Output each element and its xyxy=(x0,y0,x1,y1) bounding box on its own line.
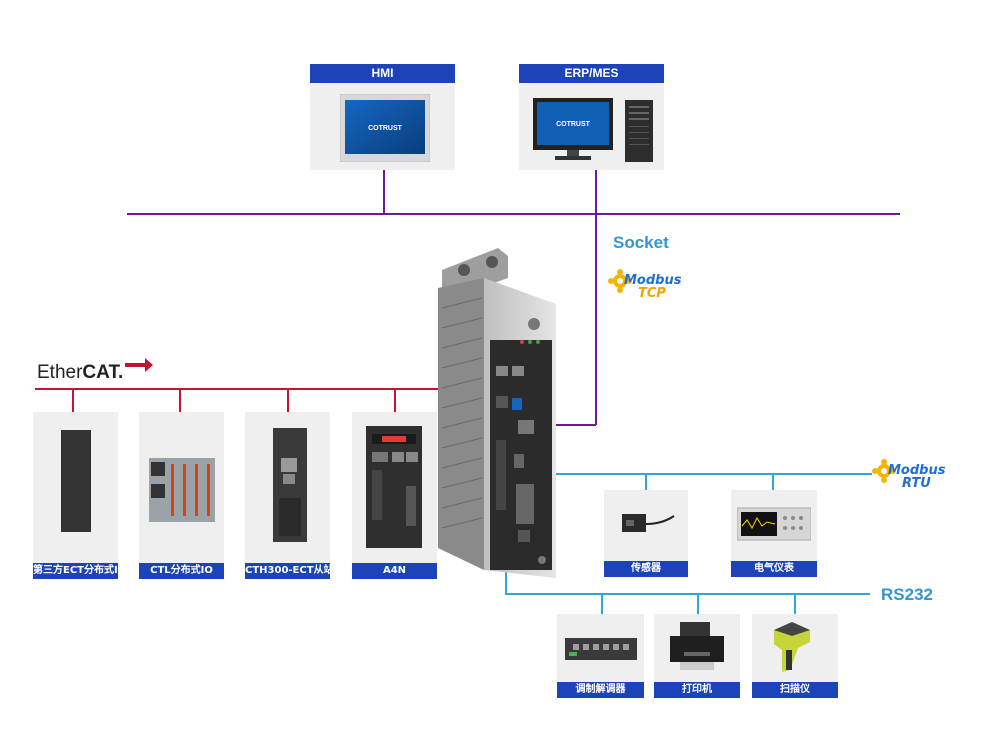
sensor-label: 传感器 xyxy=(604,561,688,577)
ethercat-logo: EtherCAT. xyxy=(37,358,157,386)
cth300-module-icon xyxy=(273,428,307,542)
cth300-card: CTH300-ECT从站 xyxy=(245,412,330,579)
ctl-io-label: CTL分布式IO xyxy=(139,563,224,579)
modem-card: 调制解调器 xyxy=(557,614,644,698)
hmi-panel-icon: COTRUST xyxy=(340,94,430,162)
ethercat-arrow-icon xyxy=(125,358,153,372)
modbus-gear-icon xyxy=(872,459,896,483)
modbus-rtu-logo: Modbus RTU xyxy=(872,459,962,493)
socket-label: Socket xyxy=(613,233,669,252)
sensor-icon xyxy=(622,514,675,532)
meter-label: 电气仪表 xyxy=(731,561,817,577)
hmi-label: HMI xyxy=(310,64,455,83)
erp-label: ERP/MES xyxy=(519,64,664,83)
oscilloscope-icon xyxy=(737,507,811,541)
ethercat-logo-part2: CAT. xyxy=(82,362,124,383)
io-module-icon xyxy=(61,430,91,532)
printer-label: 打印机 xyxy=(654,682,740,698)
rs232-label: RS232 xyxy=(881,585,933,604)
cth300-label: CTH300-ECT从站 xyxy=(245,563,330,579)
meter-card: 电气仪表 xyxy=(731,490,817,577)
hmi-brand-text: COTRUST xyxy=(368,125,403,132)
modbus-rtu-line1: Modbus xyxy=(888,463,946,478)
erp-brand-text: COTRUST xyxy=(556,121,591,128)
modem-label: 调制解调器 xyxy=(557,682,644,698)
computer-icon: COTRUST xyxy=(533,98,653,162)
printer-card: 打印机 xyxy=(654,614,740,698)
printer-icon xyxy=(670,622,724,670)
ethercat-logo-part1: Ether xyxy=(37,362,83,383)
barcode-scanner-icon xyxy=(774,622,810,672)
scanner-label: 扫描仪 xyxy=(752,682,838,698)
modbus-tcp-line1: Modbus xyxy=(624,273,682,288)
third-party-io-card: 第三方ECT分布式IO xyxy=(33,412,118,579)
a4n-label: A4N xyxy=(352,563,437,579)
ctl-module-icon xyxy=(149,458,215,522)
sensor-card: 传感器 xyxy=(604,490,688,577)
modbus-rtu-line2: RTU xyxy=(902,476,931,491)
ctl-io-card: CTL分布式IO xyxy=(139,412,224,579)
modem-icon xyxy=(565,638,637,660)
hmi-card: HMI COTRUST xyxy=(310,64,455,170)
modbus-tcp-line2: TCP xyxy=(638,286,666,301)
modbus-gear-icon xyxy=(608,269,632,293)
modbus-tcp-logo: Modbus TCP xyxy=(608,267,698,301)
a4n-card: A4N xyxy=(352,412,437,579)
controller-device xyxy=(438,248,556,578)
third-party-io-label: 第三方ECT分布式IO xyxy=(33,563,118,579)
erp-card: ERP/MES COTRUST xyxy=(519,64,664,170)
scanner-card: 扫描仪 xyxy=(752,614,838,698)
servo-drive-icon xyxy=(366,426,422,548)
